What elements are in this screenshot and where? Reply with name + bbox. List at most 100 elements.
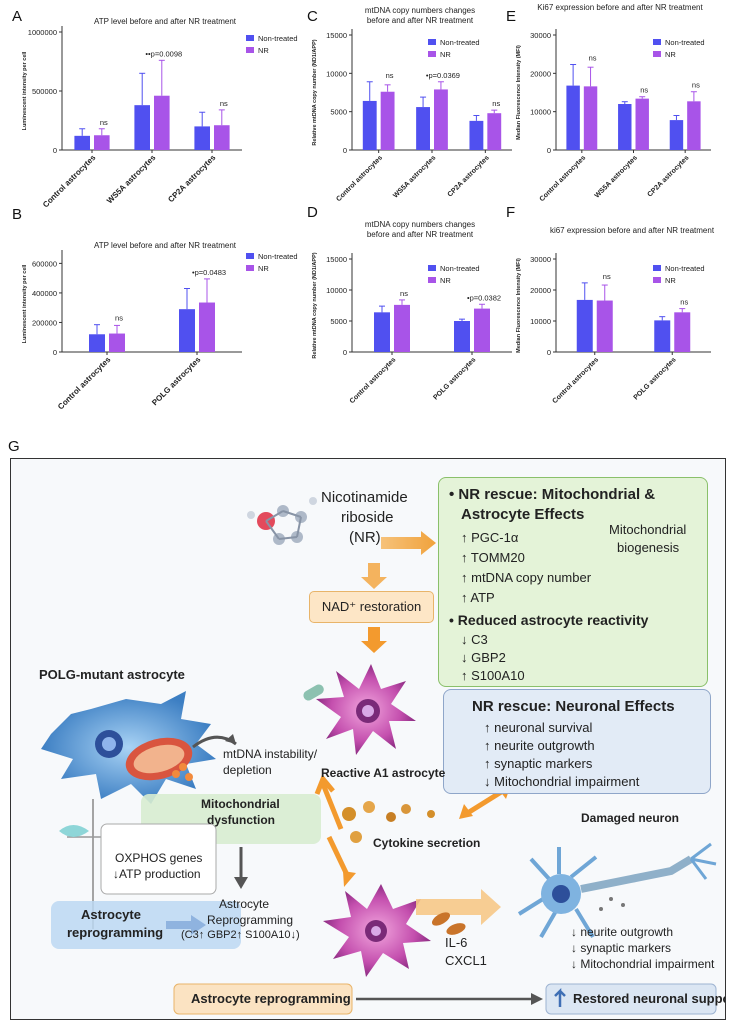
chart-c-annotation-2: ns <box>492 99 500 108</box>
chart-c-title-line-2: before and after NR treatment <box>367 16 474 25</box>
reactive-label: Reactive A1 astrocyte <box>321 766 446 780</box>
chart-c-bar-1-1 <box>434 89 448 150</box>
blue-box: NR rescue: Neuronal Effects ↑ neuronal s… <box>443 689 711 794</box>
chart-a-annotation-0: ns <box>100 118 108 127</box>
reprog-mid-1: Astrocyte <box>219 897 270 911</box>
chart-e-annotation-2: ns <box>692 81 700 90</box>
double-arrow-reactive <box>314 774 344 830</box>
chart-b-ytick-label-2: 400000 <box>32 289 57 298</box>
chart-b-legend-label-1: NR <box>258 264 269 273</box>
chart-d-bar-1-0 <box>394 304 410 352</box>
polg-label: POLG-mutant astrocyte <box>39 667 185 682</box>
chart-f-legend-swatch-1 <box>653 277 661 283</box>
chart-c-annotation-0: ns <box>386 71 394 80</box>
biogenesis-line-1: Mitochondrial <box>609 522 687 537</box>
panel-letter-f: F <box>506 204 516 221</box>
chart-b-bar-0-1 <box>179 309 195 352</box>
chart-c-bar-0-0 <box>362 100 377 150</box>
chart-a-bar-1-2 <box>214 125 230 150</box>
blue-item-1: ↑ neuronal survival <box>484 720 593 735</box>
nr-line-2: riboside <box>341 509 394 526</box>
oxphos-box <box>100 823 217 895</box>
chart-c-ytick-label-0: 0 <box>343 146 347 155</box>
chart-b-ytick-label-3: 600000 <box>32 259 57 268</box>
nr-line-1: Nicotinamide <box>321 489 408 506</box>
chart-f-bar-0-1 <box>654 320 671 352</box>
chart-c-category-2: CP2A astrocytes <box>447 154 491 198</box>
chart-b-annotation-0: ns <box>115 314 123 323</box>
blue-item-3: ↑ synaptic markers <box>484 756 593 771</box>
cxcl1-label: CXCL1 <box>445 953 487 968</box>
chart-d-category-0: Control astrocytes <box>349 356 398 405</box>
chart-c-ytick-label-3: 15000 <box>326 31 347 40</box>
chart-f-legend-swatch-0 <box>653 265 661 271</box>
chart-a-ytick-label-2: 1000000 <box>28 28 57 37</box>
reactivity-item-3: ↑ S100A10 <box>461 668 525 683</box>
chart-c-legend-label-1: NR <box>440 50 451 59</box>
chart-b-annotation-1: •p=0.0483 <box>192 268 226 277</box>
chart-d-legend-label-1: NR <box>440 276 451 285</box>
arrow-to-nad <box>361 563 387 589</box>
chart-f-category-1: POLG astrocytes <box>633 356 678 401</box>
chart-a-ytick-label-0: 0 <box>53 146 57 155</box>
chart-e-legend-swatch-1 <box>653 51 661 57</box>
arrow-to-green-box <box>381 531 436 555</box>
chart-f-ytick-label-1: 10000 <box>530 317 551 326</box>
chart-e-legend-label-0: Non-treated <box>665 38 705 47</box>
chart-e-category-2: CP2A astrocytes <box>646 154 690 198</box>
reactivity-item-1: ↓ C3 <box>461 632 488 647</box>
chart-d-legend-swatch-1 <box>428 277 436 283</box>
chart-d-ytick-label-2: 10000 <box>326 286 347 295</box>
mtdna-line-2: depletion <box>223 763 272 777</box>
chart-b-ytick-label-1: 200000 <box>32 318 57 327</box>
chart-f-bar-1-0 <box>596 300 613 352</box>
bottom-reprogramming-pill <box>173 983 353 1015</box>
chart-a-ytick-label-1: 500000 <box>32 87 57 96</box>
chart-c-annotation-1: •p=0.0369 <box>426 71 460 80</box>
neuron-item-2: ↓ synaptic markers <box>571 941 672 955</box>
cytokine-particles <box>342 801 435 843</box>
polg-astrocyte-icon <box>41 691 216 804</box>
chart-a-legend-label-1: NR <box>258 46 269 55</box>
chart-c-ytick-label-2: 10000 <box>326 69 347 78</box>
green-item-1: ↑ PGC-1α <box>461 530 519 545</box>
chart-e-category-1: WS5A astrocytes <box>594 154 639 199</box>
chart-b-bar-1-1 <box>199 302 215 352</box>
chart-f-annotation-0: ns <box>603 272 611 281</box>
chart-d-ytick-label-1: 5000 <box>330 317 347 326</box>
reprogramming-band <box>51 901 241 949</box>
arrow-to-reactive <box>361 627 387 653</box>
chart-e-annotation-0: ns <box>589 54 597 63</box>
reactive-astrocyte-icon <box>303 664 416 755</box>
chart-a-category-1: WS5A astrocytes <box>105 153 158 206</box>
chart-e-title: Ki67 expression before and after NR trea… <box>537 3 703 12</box>
chart-b-legend-swatch-1 <box>246 265 254 271</box>
chart-d-ytick-label-3: 15000 <box>326 255 347 264</box>
panel-letter-e: E <box>506 8 517 25</box>
neuron-item-1: ↓ neurite outgrowth <box>571 925 674 939</box>
green-item-4: ↑ ATP <box>461 590 495 605</box>
chart-c-ylabel: Relative mtDNA copy number (ND1/APP) <box>312 39 318 145</box>
chart-d-category-1: POLG astrocytes <box>432 356 477 401</box>
chart-e-bar-1-2 <box>687 101 701 150</box>
chart-f-category-0: Control astrocytes <box>551 356 600 405</box>
chart-a-legend-label-0: Non-treated <box>258 34 298 43</box>
green-item-2: ↑ TOMM20 <box>461 550 525 565</box>
chart-a-bar-1-0 <box>94 135 110 150</box>
chart-b-title: ATP level before and after NR treatment <box>94 241 237 250</box>
damaged-neuron-icon <box>517 842 717 939</box>
chart-e-bar-0-1 <box>618 104 632 150</box>
chart-f-ytick-label-3: 30000 <box>530 255 551 264</box>
chart-e-ytick-label-1: 10000 <box>530 108 551 117</box>
chart-e-legend-swatch-0 <box>653 39 661 45</box>
blue-item-4: ↓ Mitochondrial impairment <box>484 774 640 789</box>
chart-f-annotation-1: ns <box>680 298 688 307</box>
chart-c-legend-swatch-1 <box>428 51 436 57</box>
chart-d-title-line-1: mtDNA copy numbers changes <box>365 220 475 229</box>
nr-line-3: (NR) <box>349 529 381 546</box>
chart-d-bar-1-1 <box>474 308 490 352</box>
chart-d-legend-label-0: Non-treated <box>440 264 480 273</box>
chart-a-legend-swatch-1 <box>246 47 254 53</box>
bar-charts: ATP level before and after NR treatment 0… <box>22 3 715 411</box>
mito-dysfunction-line-2: dysfunction <box>207 813 275 827</box>
